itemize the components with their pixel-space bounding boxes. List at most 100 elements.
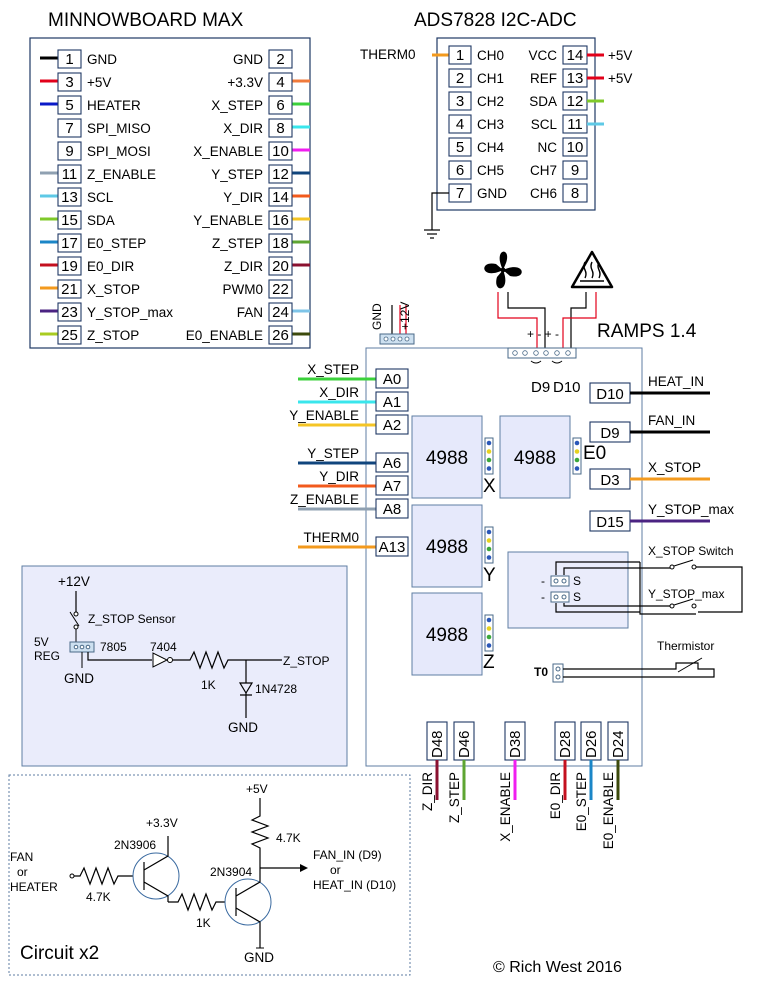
svg-text:-: - (541, 574, 545, 588)
mb-pin-3-label: 3 (65, 74, 73, 91)
mb-pin-21-label: 21 (61, 281, 78, 298)
fan-r2-label: 1K (196, 916, 211, 930)
mb-pin-22-label: 22 (272, 281, 289, 298)
mb-pin-5-box (57, 95, 82, 115)
adc-signal-8: CH6 (530, 186, 557, 201)
fan-r1-label: 4.7K (86, 890, 111, 904)
fan-in-line2: or (17, 865, 28, 879)
mb-pin-8-label: 8 (276, 120, 284, 137)
adc-pin-1-label: 1 (456, 47, 464, 64)
q2-2n3904 (224, 878, 272, 926)
y-switch-wires-left (555, 603, 650, 613)
zstop-sensor-label: Z_STOP Sensor (88, 612, 176, 626)
adc-pin-9-label: 9 (571, 162, 579, 179)
mb-signal-22: PWM0 (223, 282, 264, 297)
mb-signal-13: SCL (87, 190, 114, 205)
zstop-gnd1-label: GND (64, 671, 94, 686)
driver-axis-X: X (483, 476, 496, 497)
mb-signal-16: Y_ENABLE (193, 213, 263, 228)
jumper-dot (486, 643, 492, 648)
thermistor-wiring (563, 662, 715, 678)
driver-axis-Y: Y (483, 565, 496, 586)
jumper-dot (486, 555, 492, 560)
driver-chip-X: 4988 (426, 448, 468, 469)
y-stop-max-label: Y_STOP_max (648, 587, 724, 601)
zstop-sensor-switch (69, 611, 80, 627)
driver-jumper-X (484, 437, 494, 475)
heater-wire-pos (562, 292, 597, 348)
q2-label: 2N3904 (210, 865, 252, 879)
ramps-pin-D46-label: D46 (456, 730, 473, 758)
mb-pin-22-box (268, 279, 293, 299)
buffer-7404-symbol (152, 652, 169, 668)
adc-pin-4-box (448, 114, 472, 134)
jumper-dot (486, 538, 492, 543)
fan-out-line3: HEAT_IN (D10) (313, 878, 396, 892)
svg-text:S: S (573, 574, 581, 588)
zener-label: 1N4728 (255, 682, 297, 696)
mb-pin-25-box (57, 325, 82, 345)
mb-pin-11-label: 11 (62, 166, 78, 183)
zstop-gnd2-label: GND (228, 720, 258, 735)
fan-out-line1: FAN_IN (D9) (313, 848, 382, 862)
adc-pin-11-label: 11 (567, 116, 583, 133)
mb-pin-25-label: 25 (61, 327, 78, 344)
ramps-sig-D46: Z_STEP (447, 772, 462, 823)
ramps-pin-D38-label: D38 (507, 730, 524, 758)
ramps-sig-A1: X_DIR (319, 385, 359, 400)
mb-signal-14: Y_DIR (223, 190, 263, 205)
ramps-sig-A7: Y_DIR (319, 469, 359, 484)
ramps-sig-A2: Y_ENABLE (289, 408, 359, 423)
adc-signal-4: CH3 (477, 117, 504, 132)
ramps-pin-A13-box (375, 536, 409, 557)
mb-pin-17-box (57, 233, 82, 253)
jumper-dot (486, 617, 492, 623)
thermistor-label: Thermistor (657, 639, 714, 653)
driver-Z (411, 592, 483, 676)
mb-signal-24: FAN (237, 305, 263, 320)
ground-symbol (424, 229, 440, 239)
adc-pin-5-label: 5 (456, 139, 464, 156)
mb-pin-16-label: 16 (272, 212, 289, 229)
ramps-sig-A8: Z_ENABLE (290, 492, 359, 507)
zstop-reg-out-wire (87, 652, 152, 661)
thermistor-symbol (677, 657, 703, 673)
driver-jumper-Y (484, 526, 494, 564)
mb-pin-26-box (268, 325, 293, 345)
v33-label: +3.3V (146, 816, 178, 830)
d9-d10-header (507, 347, 577, 359)
mb-pin-2-box (268, 49, 293, 69)
mb-pin-5-label: 5 (65, 97, 73, 114)
ramps-sig-D24: E0_ENABLE (601, 772, 616, 849)
ramps-bottom-pins: D48Z_DIRD46Z_STEPD38X_ENABLED28E0_DIRD26… (420, 721, 629, 849)
jumper-dot (574, 466, 580, 471)
fan-r1 (74, 866, 140, 886)
mb-pin-14-box (268, 187, 293, 207)
adc-pin-2-label: 2 (456, 70, 464, 87)
t0-connector (552, 663, 564, 683)
fan-r3-label: 4.7K (276, 831, 301, 845)
ramps-sig-A13: THERM0 (303, 530, 359, 545)
mb-pin-13-label: 13 (61, 189, 78, 206)
mb-signal-18: Z_STEP (212, 236, 263, 251)
mb-signal-3: +5V (87, 75, 111, 90)
mb-pin-20-box (268, 256, 293, 276)
mb-signal-10: X_ENABLE (193, 144, 263, 159)
adc-signal-7: GND (477, 186, 507, 201)
jumper-dot (486, 449, 492, 454)
ramps-left-pins: X_STEPA0X_DIRA1Y_ENABLEA2Y_STEPA6Y_DIRA7… (289, 362, 409, 557)
driver-jumper-Z (484, 614, 494, 652)
ramps-sig-A0: X_STEP (307, 362, 359, 377)
driver-E0 (499, 415, 571, 499)
adc-signal-11: SCL (531, 117, 558, 132)
ramps-pin-D26-label: D26 (583, 730, 600, 758)
mb-pin-4-label: 4 (276, 74, 284, 91)
ramps-pin-A13-label: A13 (379, 539, 406, 556)
ramps-pin-A6-box (375, 452, 409, 473)
zstop-out-label: Z_STOP (283, 654, 329, 668)
fan-wire-pos (497, 292, 538, 348)
